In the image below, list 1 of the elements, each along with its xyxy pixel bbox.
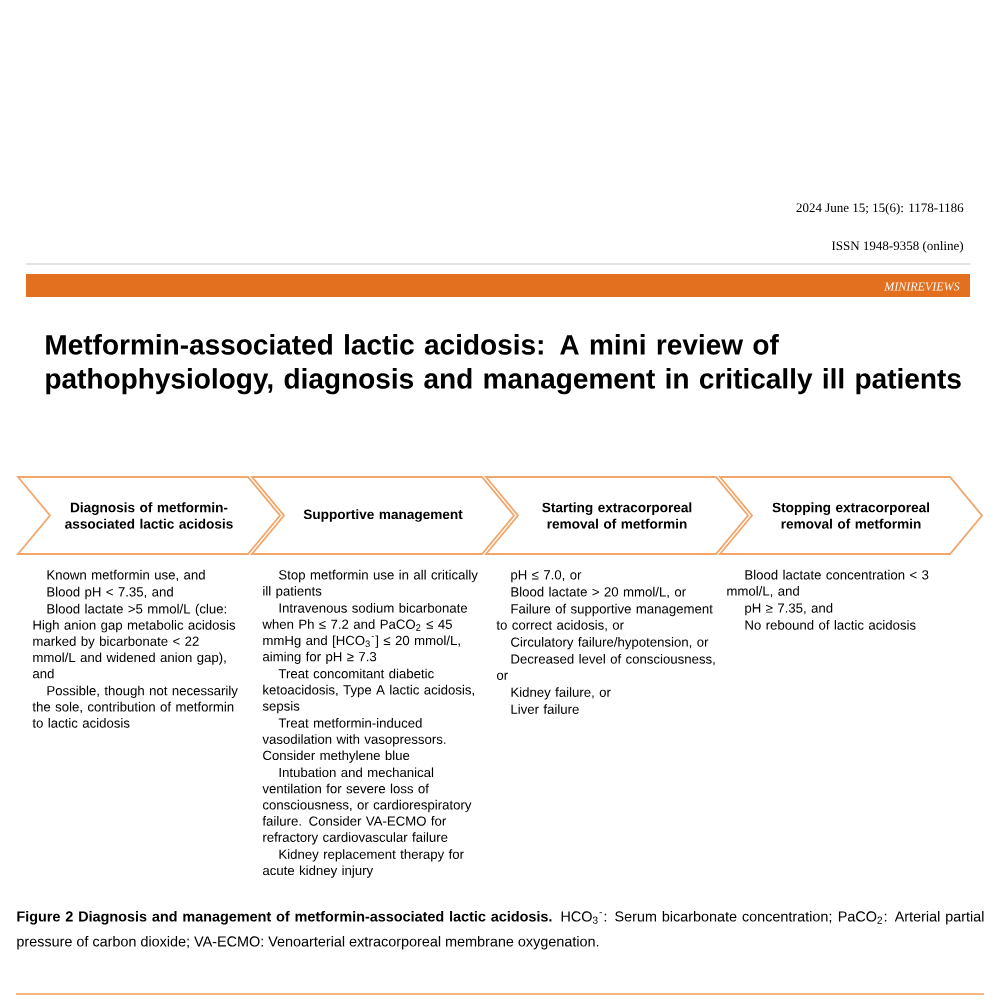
title: Metformin-associated lactic acidosis: A mini review of pathophysiology, diagnosis and management in critically ill patients xyxy=(46,334,961,395)
